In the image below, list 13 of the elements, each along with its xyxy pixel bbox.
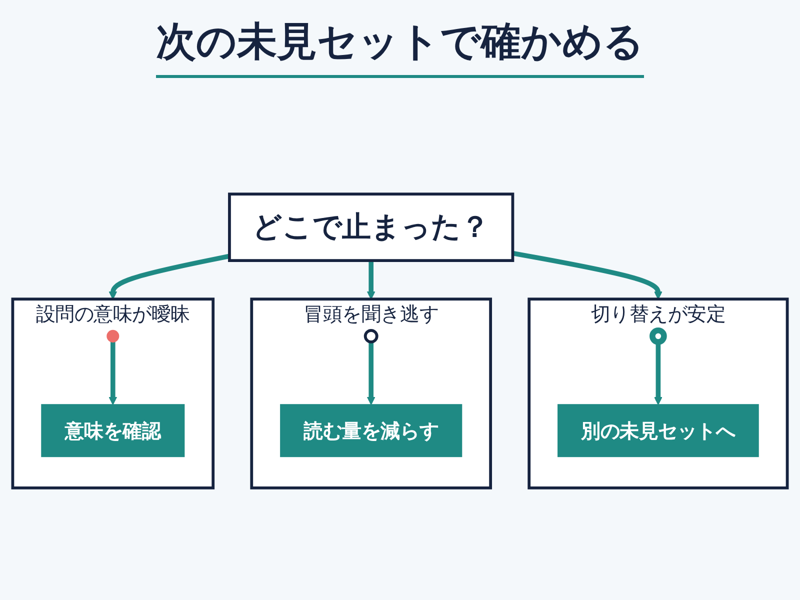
arrow [512, 250, 662, 300]
node-ear [364, 328, 378, 344]
arrow [108, 254, 230, 300]
node-box: 読む量を減らす [280, 404, 462, 458]
arrow [366, 260, 376, 300]
arrow [366, 342, 376, 405]
arrow [108, 342, 118, 405]
arrow [654, 342, 662, 405]
node-cycle [650, 328, 667, 345]
node-box: どこで止まった？ [228, 192, 514, 262]
node-box: 別の未見セットへ [558, 404, 759, 458]
node-bubble [106, 330, 120, 342]
title: 次の未見セットで確かめる [156, 14, 644, 78]
